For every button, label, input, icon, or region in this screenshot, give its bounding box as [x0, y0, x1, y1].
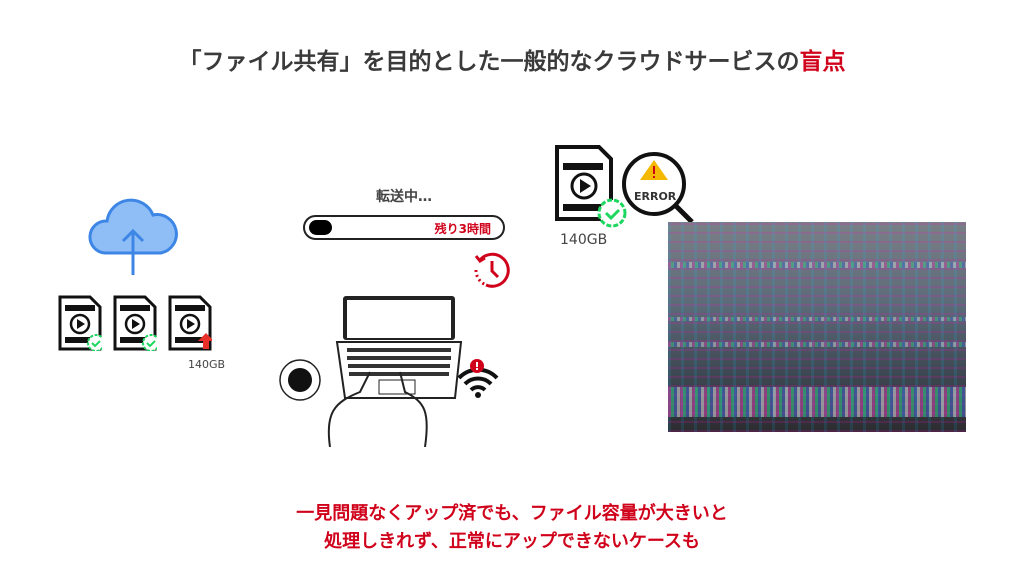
progress-fill: [309, 220, 332, 235]
video-file-icon: [58, 295, 102, 351]
caption-line-1: 一見問題なくアップ済でも、ファイル容量が大きいと: [296, 503, 728, 524]
transfer-status: 転送中…: [376, 189, 432, 205]
left-file-size: 140GB: [188, 358, 226, 371]
error-label: ERROR: [634, 190, 677, 203]
caption: 一見問題なくアップ済でも、ファイル容量が大きいと処理しきれず、正常にアップできな…: [0, 500, 1024, 556]
remaining-time: 残り3時間: [434, 222, 491, 236]
wifi-error-icon: [457, 359, 499, 398]
page-title: 「ファイル共有」を目的とした一般的なクラウドサービスの盲点: [0, 42, 1024, 76]
magnifier-warning-icon: [622, 152, 694, 224]
uploaded-video-file-icon: [555, 145, 627, 228]
clock-history-icon: [474, 252, 510, 288]
video-file-icon: [113, 295, 157, 351]
uploading-file-icon: [168, 295, 212, 351]
corrupted-video-image: [668, 222, 966, 432]
title-text: 「ファイル共有」を目的とした一般的なクラウドサービスの: [178, 49, 800, 75]
caption-line-2: 処理しきれず、正常にアップできないケースも: [324, 531, 700, 552]
transfer-progress-bar: 残り3時間: [303, 215, 505, 240]
error-magnifier: ERROR: [620, 150, 696, 226]
laptop-typing-illustration: [279, 296, 463, 447]
right-file-size: 140GB: [560, 232, 608, 248]
title-highlight: 盲点: [799, 49, 846, 75]
cloud-upload-icon: [88, 198, 178, 275]
